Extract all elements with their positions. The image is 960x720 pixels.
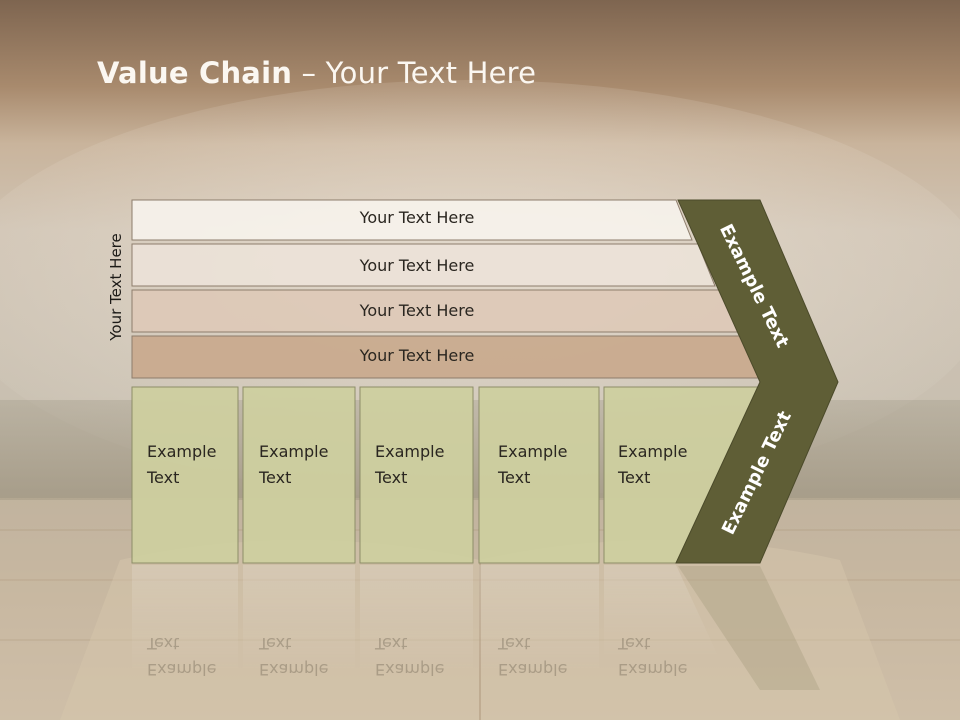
title-bold: Value Chain: [97, 56, 293, 90]
slide-title: Value Chain – Your Text Here: [97, 56, 536, 90]
primary-cell-3-reflection: Example Text: [375, 634, 445, 679]
support-row-3-label: Your Text Here: [359, 301, 475, 320]
support-row-2: [131, 243, 716, 287]
primary-cell-4-reflection: Example Text: [498, 634, 568, 679]
support-row-1: [131, 199, 693, 241]
margin-chevron: [675, 199, 839, 564]
primary-cell-1-reflection: Example Text: [147, 634, 217, 679]
primary-cell-5-label: Example Text: [618, 442, 688, 487]
primary-cell-2-label: Example Text: [259, 442, 329, 487]
cells-reflection: [132, 565, 820, 690]
primary-cell-4: [478, 386, 600, 564]
title-rest: – Your Text Here: [292, 56, 537, 90]
primary-cell-3: [359, 386, 474, 564]
support-row-2-label: Your Text Here: [359, 256, 475, 275]
support-row-4-label: Your Text Here: [359, 346, 475, 365]
primary-cell-1-label: Example Text: [147, 442, 217, 487]
primary-cell-5-reflection: Example Text: [618, 634, 688, 679]
primary-cell-2: [242, 386, 356, 564]
primary-cell-1: [131, 386, 239, 564]
primary-cell-3-label: Example Text: [375, 442, 445, 487]
primary-cell-2-reflection: Example Text: [259, 634, 329, 679]
primary-cell-4-label: Example Text: [498, 442, 568, 487]
support-row-1-label: Your Text Here: [359, 208, 475, 227]
